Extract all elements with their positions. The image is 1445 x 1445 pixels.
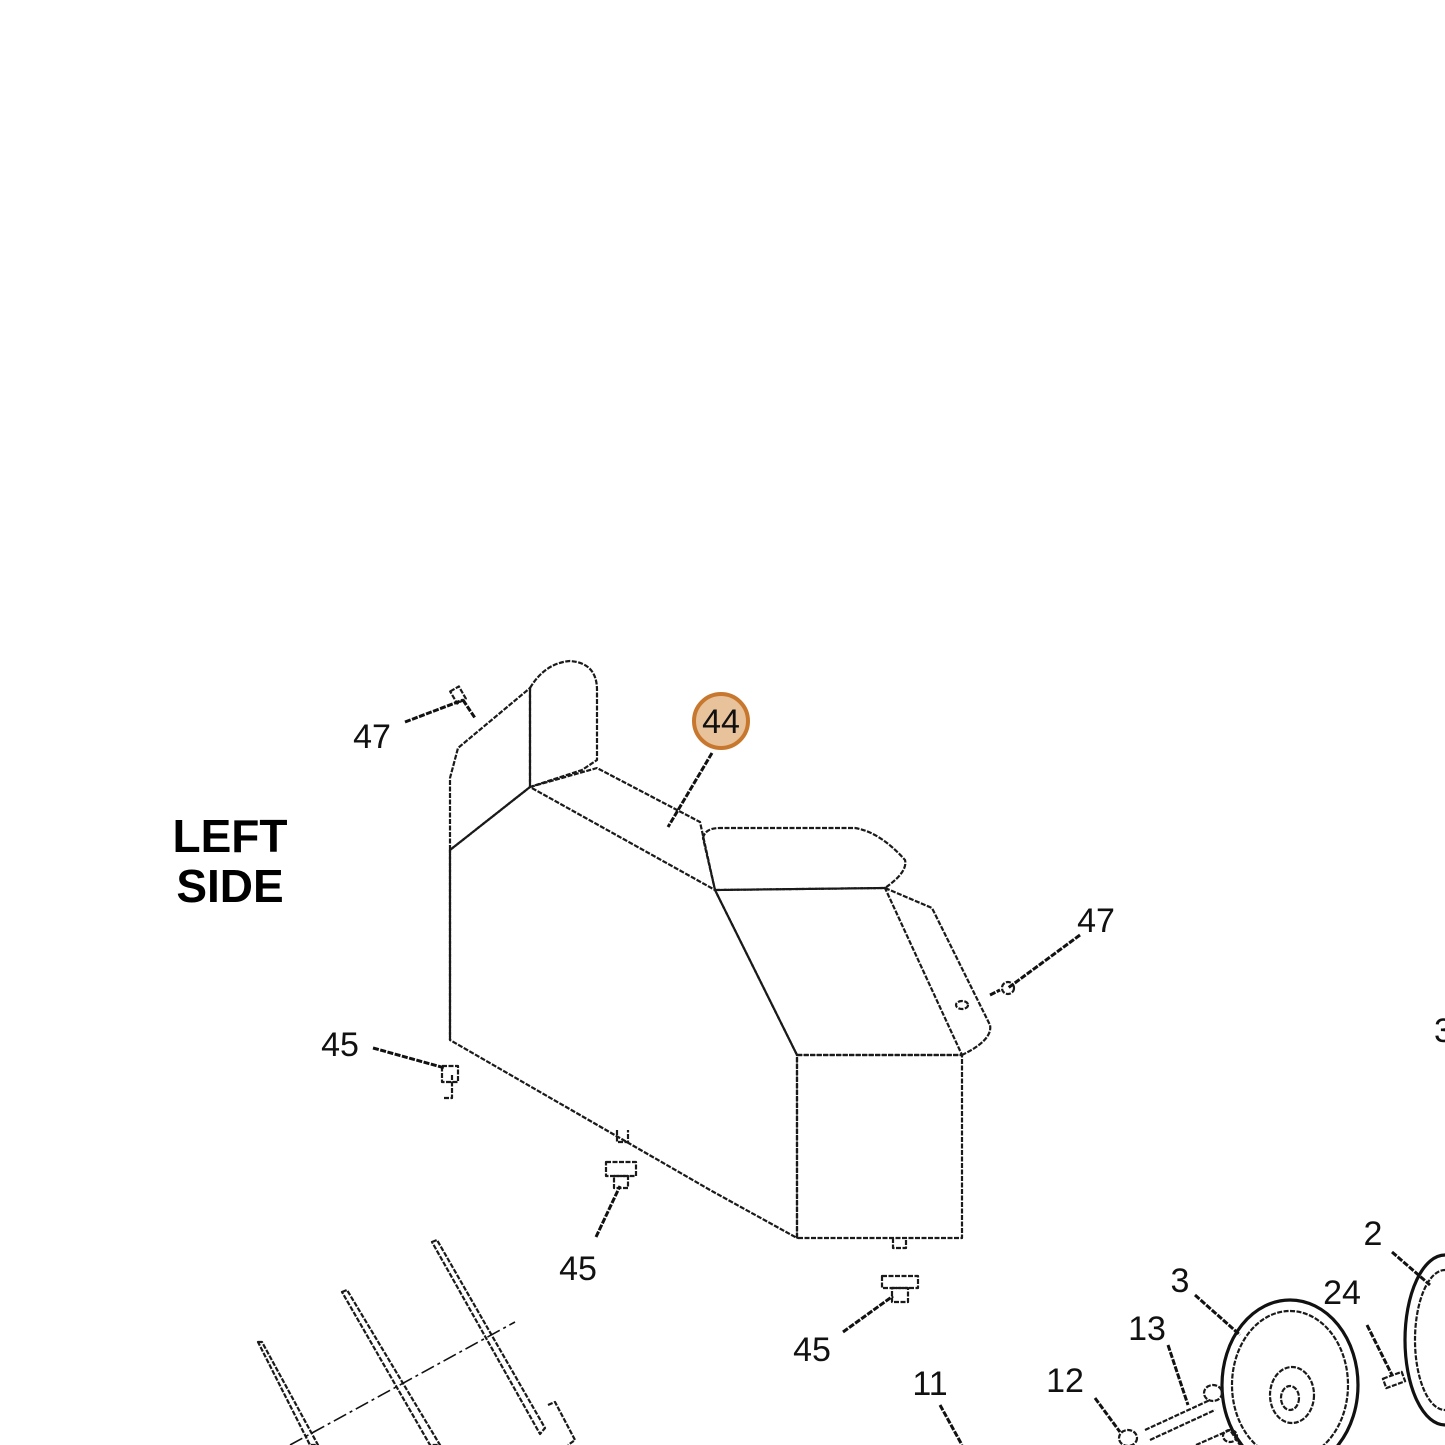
callout-12[interactable]: 12 <box>1046 1362 1084 1400</box>
key-24 <box>1381 1370 1407 1390</box>
callout-45-bottom-right[interactable]: 45 <box>793 1331 831 1369</box>
callout-3-edge[interactable]: 3 <box>1434 1012 1445 1050</box>
shield-part-44 <box>444 659 992 1250</box>
nut-icon-47-right <box>989 980 1016 997</box>
side-label-left: LEFT <box>173 810 288 862</box>
pulley-2 <box>1403 1253 1445 1427</box>
callout-13[interactable]: 13 <box>1128 1310 1166 1348</box>
tine-blades <box>256 1238 577 1445</box>
shaft-fragment <box>1195 1428 1241 1445</box>
callout-47-right[interactable]: 47 <box>1077 902 1115 940</box>
callout-44[interactable]: 44 <box>702 703 740 741</box>
bolt-13 <box>1144 1383 1224 1441</box>
callout-11[interactable]: 11 <box>912 1365 947 1403</box>
pulley-3 <box>1220 1298 1360 1445</box>
washer-12 <box>1117 1428 1139 1445</box>
clip-icon-45-mid <box>604 1160 638 1190</box>
callout-24[interactable]: 24 <box>1323 1274 1361 1312</box>
clip-icon-45-right <box>880 1274 920 1304</box>
leader-lines <box>372 698 1431 1445</box>
callout-45-left[interactable]: 45 <box>321 1026 359 1064</box>
callout-3[interactable]: 3 <box>1171 1262 1190 1300</box>
callout-2[interactable]: 2 <box>1364 1215 1383 1253</box>
callout-highlight-44[interactable] <box>692 692 750 750</box>
side-label-side: SIDE <box>176 860 283 912</box>
callout-45-bottom-mid[interactable]: 45 <box>559 1250 597 1288</box>
clip-icon-45-left <box>440 1064 460 1084</box>
callout-47-left[interactable]: 47 <box>353 718 391 756</box>
